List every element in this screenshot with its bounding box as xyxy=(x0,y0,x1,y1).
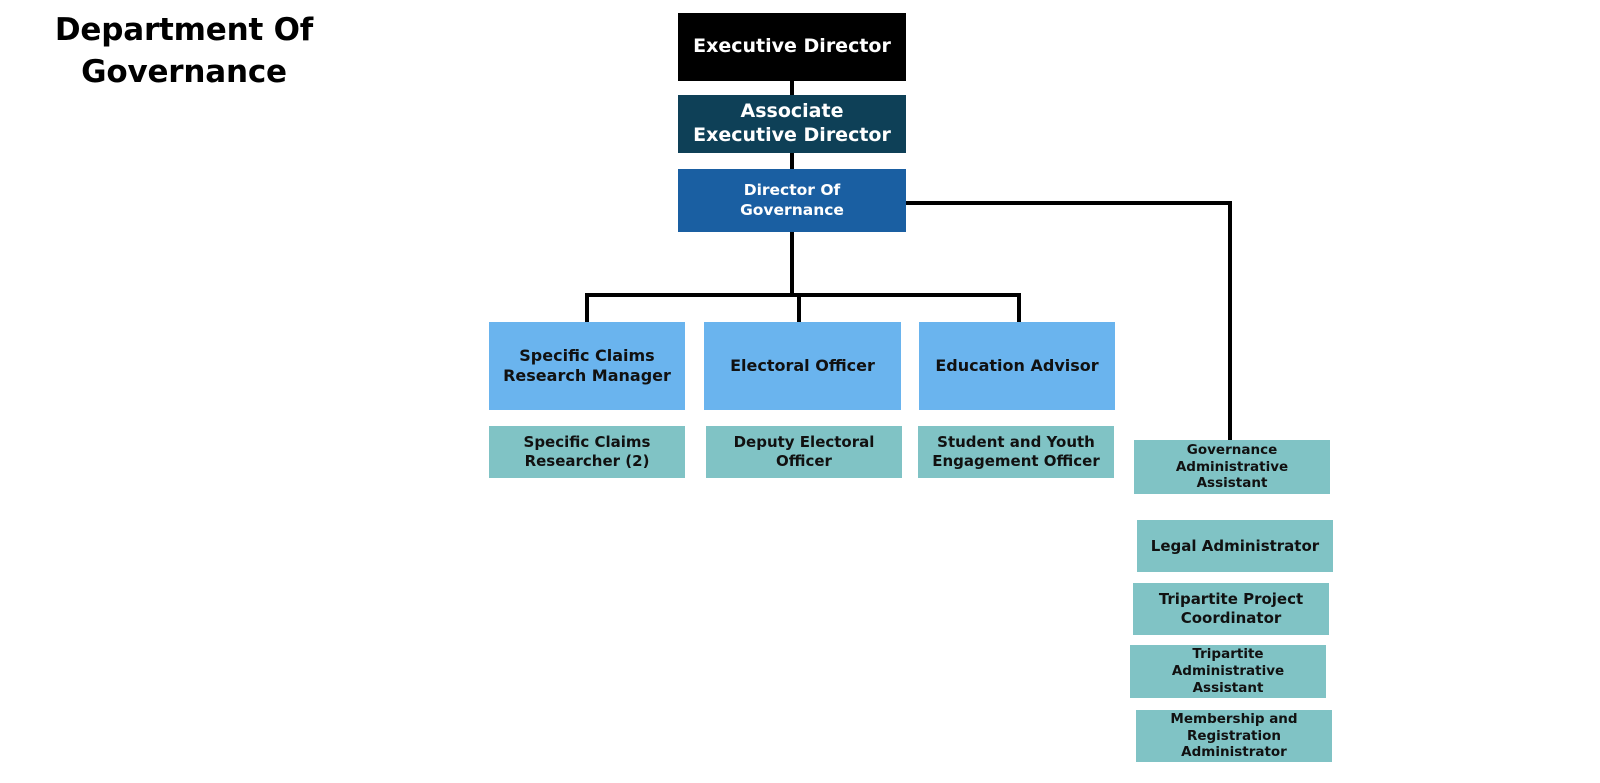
node-executive-director[interactable]: Executive Director xyxy=(678,13,906,81)
node-student-and-youth-engagement-officer[interactable]: Student and Youth Engagement Officer xyxy=(918,426,1114,478)
node-legal-administrator-label: Legal Administrator xyxy=(1150,536,1320,555)
connector-director-trunk xyxy=(790,232,794,297)
node-membership-and-registration-administrator[interactable]: Membership and Registration Administrato… xyxy=(1136,710,1332,762)
node-director-of-governance-label-line-1: Director Of xyxy=(743,181,841,200)
node-student-and-youth-engagement-officer-label-line-1: Student and Youth xyxy=(937,433,1095,452)
connector-manager-bus xyxy=(585,293,1021,297)
node-specific-claims-research-manager-label-line-1: Specific Claims xyxy=(519,346,655,365)
node-deputy-electoral-officer[interactable]: Deputy Electoral Officer xyxy=(706,426,902,478)
node-education-advisor[interactable]: Education Advisor xyxy=(919,322,1115,410)
node-director-of-governance-label-line-2: Governance xyxy=(740,200,844,219)
node-executive-director-label: Executive Director xyxy=(693,35,891,58)
node-tripartite-project-coordinator-label-line-2: Coordinator xyxy=(1180,609,1282,627)
node-tripartite-administrative-assistant-label-line-1: Tripartite Administrative xyxy=(1171,646,1285,680)
node-membership-and-registration-administrator-label-line-1: Membership and xyxy=(1170,710,1298,727)
connector-director-to-admin-horizontal xyxy=(906,201,1232,205)
node-membership-and-registration-administrator-label-line-2: Registration Administrator xyxy=(1181,727,1287,761)
node-associate-executive-director-label-line-1: Associate xyxy=(740,100,844,123)
page-title-line-1: Department Of xyxy=(54,12,314,48)
node-tripartite-project-coordinator[interactable]: Tripartite Project Coordinator xyxy=(1133,583,1329,635)
node-associate-executive-director-label-line-2: Executive Director xyxy=(693,124,891,146)
node-tripartite-project-coordinator-label-line-1: Tripartite Project xyxy=(1158,590,1304,609)
page-title-line-2: Governance xyxy=(81,53,287,90)
connector-exec-to-associate xyxy=(790,81,794,95)
connector-associate-to-director xyxy=(790,153,794,169)
node-tripartite-administrative-assistant-label-line-2: Assistant xyxy=(1192,679,1264,696)
connector-drop-education-advisor xyxy=(1017,293,1021,324)
node-specific-claims-researcher[interactable]: Specific Claims Researcher (2) xyxy=(489,426,685,478)
node-education-advisor-label: Education Advisor xyxy=(935,356,1099,375)
node-specific-claims-research-manager-label-line-2: Research Manager xyxy=(503,366,671,385)
page-title: Department Of Governance xyxy=(34,10,334,94)
node-specific-claims-researcher-label-line-1: Specific Claims xyxy=(523,433,651,452)
node-deputy-electoral-officer-label-line-2: Officer xyxy=(776,452,832,470)
node-deputy-electoral-officer-label-line-1: Deputy Electoral xyxy=(733,433,875,452)
node-student-and-youth-engagement-officer-label-line-2: Engagement Officer xyxy=(932,452,1100,470)
connector-admin-vertical-drop xyxy=(1228,201,1232,441)
node-governance-administrative-assistant-label-line-2: Administrative Assistant xyxy=(1175,458,1289,492)
node-specific-claims-researcher-label-line-2: Researcher (2) xyxy=(524,452,650,470)
node-specific-claims-research-manager[interactable]: Specific Claims Research Manager xyxy=(489,322,685,410)
node-electoral-officer-label: Electoral Officer xyxy=(730,356,875,375)
connector-drop-specific-claims xyxy=(585,293,589,324)
node-director-of-governance[interactable]: Director Of Governance xyxy=(678,169,906,232)
node-tripartite-administrative-assistant[interactable]: Tripartite Administrative Assistant xyxy=(1130,645,1326,698)
node-associate-executive-director[interactable]: Associate Executive Director xyxy=(678,95,906,153)
node-legal-administrator[interactable]: Legal Administrator xyxy=(1137,520,1333,572)
node-electoral-officer[interactable]: Electoral Officer xyxy=(704,322,901,410)
connector-drop-electoral-officer xyxy=(797,293,801,324)
node-governance-administrative-assistant[interactable]: Governance Administrative Assistant xyxy=(1134,440,1330,494)
node-governance-administrative-assistant-label-line-1: Governance xyxy=(1186,441,1278,458)
